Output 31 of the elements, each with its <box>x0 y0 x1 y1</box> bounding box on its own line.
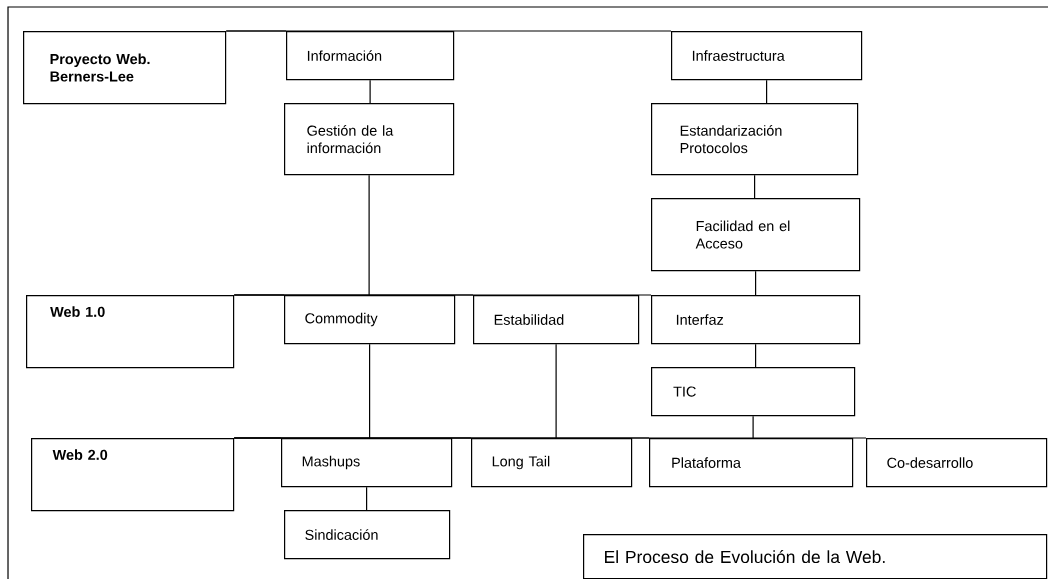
concept-box: TIC <box>651 367 856 417</box>
connector-line <box>555 343 557 439</box>
connector-line <box>369 79 371 104</box>
caption-box: El Proceso de Evolución de la Web. <box>583 534 1048 579</box>
connector-line <box>752 415 754 439</box>
connector-line <box>233 437 867 439</box>
connector-line <box>368 174 370 296</box>
concept-box: Plataforma <box>649 438 854 488</box>
concept-box: Infraestructura <box>671 31 863 81</box>
concept-box: Facilidad en el Acceso <box>651 198 861 272</box>
connector-line <box>225 30 672 32</box>
concept-box: Long Tail <box>471 438 633 488</box>
connector-line <box>755 343 757 368</box>
concept-box: Interfaz <box>651 295 861 345</box>
connector-line <box>369 343 371 439</box>
concept-box: Estabilidad <box>473 295 640 345</box>
stage-box: Web 1.0 <box>26 295 235 369</box>
concept-box: Mashups <box>281 438 453 488</box>
connector-line <box>766 79 768 104</box>
concept-box: Co-desarrollo <box>866 438 1048 488</box>
stage-box: Web 2.0 <box>31 438 235 512</box>
stage-box: Proyecto Web. Berners-Lee <box>23 31 227 105</box>
concept-box: Sindicación <box>284 510 451 560</box>
concept-box: Estandarización Protocolos <box>651 103 859 176</box>
concept-box: Información <box>286 31 455 81</box>
connector-line <box>754 174 756 199</box>
concept-box: Gestión de la información <box>284 103 455 176</box>
concept-box: Commodity <box>284 295 456 345</box>
connector-line <box>366 486 368 511</box>
connector-line <box>755 270 757 296</box>
connector-line <box>233 294 652 296</box>
